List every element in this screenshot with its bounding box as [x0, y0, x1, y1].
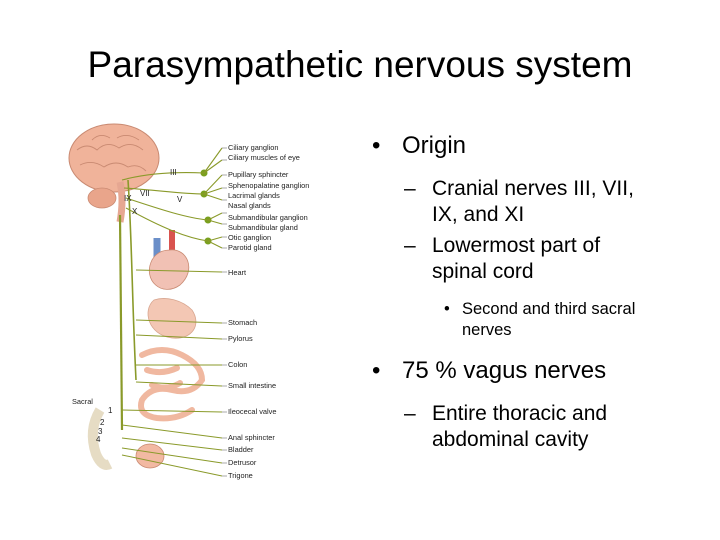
bullet-origin: • Origin [370, 132, 710, 160]
bullet-vagus: • 75 % vagus nerves [370, 357, 710, 385]
label-small-intestine: Small intestine [228, 381, 276, 390]
label-submandibular-ganglion: Submandibular ganglion [228, 213, 308, 222]
bullet-list: • Origin – Cranial nerves III, VII, IX, … [370, 132, 710, 458]
subbullet-line: spinal cord [432, 260, 534, 283]
subbullet-line: Lowermost part of [432, 234, 601, 257]
label-anal-sphincter: Anal sphincter [228, 433, 275, 442]
subbullet-cranial-nerves: – Cranial nerves III, VII, IX, and XI [370, 176, 710, 228]
label-otic-ganglion: Otic ganglion [228, 233, 271, 242]
label-lacrimal-glands: Lacrimal glands [228, 191, 280, 200]
subbullet-marker: – [404, 402, 416, 425]
label-bladder: Bladder [228, 445, 254, 454]
label-nerve-x: X [132, 207, 138, 216]
subbullet-marker: – [404, 177, 416, 200]
bladder [135, 443, 165, 469]
subbullet-spinal-cord: – Lowermost part of spinal cord [370, 233, 710, 285]
label-pylorus: Pylorus [228, 334, 253, 343]
label-sacral-3: 3 [98, 427, 103, 436]
heart [149, 249, 190, 290]
spinal-cord [118, 214, 124, 431]
label-ciliary-ganglion: Ciliary ganglion [228, 143, 279, 152]
label-colon: Colon [228, 360, 247, 369]
subsubbullet-marker: • [444, 300, 450, 318]
stomach [147, 298, 197, 339]
diagram-svg: Ciliary ganglion Ciliary muscles of eye … [68, 123, 309, 480]
nerve-fibers-cranial [121, 147, 223, 249]
label-trigone: Trigone [228, 471, 253, 480]
subsubbullet-sacral-nerves: • Second and third sacral nerves [370, 299, 710, 341]
label-stomach: Stomach [228, 318, 257, 327]
parasympathetic-diagram: Ciliary ganglion Ciliary muscles of eye … [62, 120, 328, 490]
brain [68, 123, 160, 193]
bullet-text: Origin [402, 132, 467, 159]
subbullet-line: Cranial nerves III, VII, [432, 177, 634, 200]
label-nerve-v: V [177, 195, 183, 204]
subbullet-thoracic-abdominal: – Entire thoracic and abdominal cavity [370, 401, 710, 453]
bullet-marker: • [372, 132, 381, 159]
label-ileocecal-valve: Ileocecal valve [228, 407, 276, 416]
label-sacral-1: 1 [108, 406, 113, 415]
label-nerve-iii: III [170, 168, 177, 177]
subbullet-line: Entire thoracic and [432, 402, 608, 425]
slide-title: Parasympathetic nervous system [87, 44, 633, 85]
label-parotid-gland: Parotid gland [228, 243, 272, 252]
label-nerve-vii: VII [140, 189, 150, 198]
label-sphenopalatine-ganglion: Sphenopalatine ganglion [228, 181, 309, 190]
label-sacral: Sacral [72, 397, 93, 406]
label-ciliary-muscles: Ciliary muscles of eye [228, 153, 300, 162]
label-heart: Heart [228, 268, 246, 277]
subsubbullet-line: nerves [462, 321, 512, 339]
brain-folds [76, 135, 147, 172]
cerebellum [87, 187, 117, 209]
label-pupillary-sphincter: Pupillary sphincter [228, 170, 289, 179]
nerve-fibers-visceral [121, 269, 223, 477]
label-detrusor: Detrusor [228, 458, 257, 467]
sacrum [87, 407, 113, 470]
bullet-marker: • [372, 357, 381, 384]
subbullet-line: IX, and XI [432, 203, 525, 226]
label-sacral-4: 4 [96, 435, 101, 444]
label-leaders [222, 147, 227, 477]
bullet-text: 75 % vagus nerves [402, 357, 607, 384]
subbullet-marker: – [404, 234, 416, 257]
vagus-nerve [127, 179, 137, 381]
label-nasal-glands: Nasal glands [228, 201, 271, 210]
label-submandibular-gland: Submandibular gland [228, 223, 298, 232]
label-nerve-ix: IX [124, 194, 132, 203]
subbullet-line: abdominal cavity [432, 428, 589, 451]
subsubbullet-line: Second and third sacral [462, 300, 636, 318]
label-sacral-2: 2 [100, 418, 105, 427]
